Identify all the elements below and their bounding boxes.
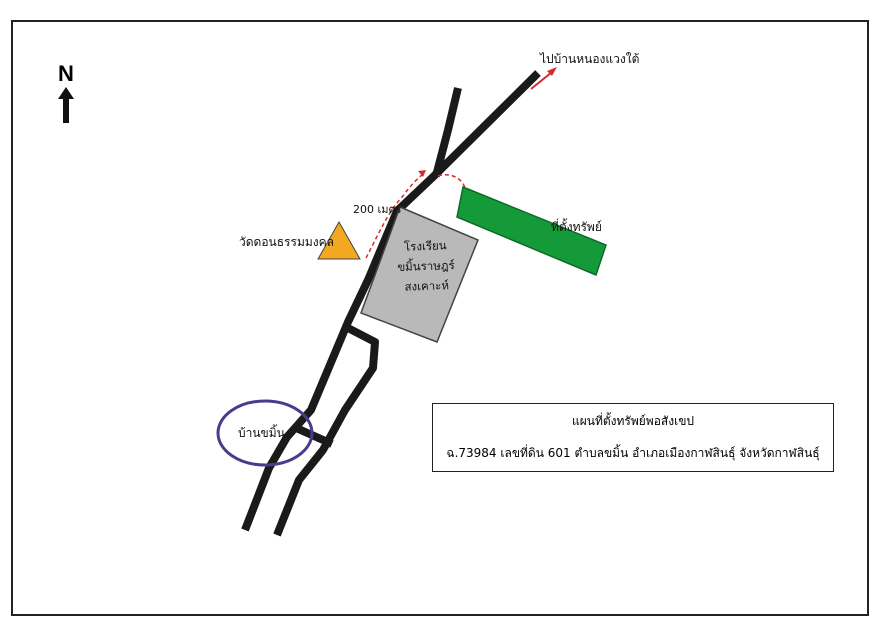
main-road (241, 70, 541, 532)
distance-label: 200 เมตร (353, 203, 402, 216)
secondary-road (273, 323, 379, 537)
village-label: บ้านขมิ้น (238, 426, 285, 440)
school-label: โรงเรียน ขมิ้นราษฎร์ สงเคาะห์ (395, 235, 457, 297)
temple-label: วัดดอนธรรมมงคล (239, 235, 335, 249)
legend-subtitle: ฉ.73984 เลขที่ดิน 601 ตำบลขมิ้น อำเภอเมื… (446, 446, 820, 460)
north-branch-road (432, 87, 462, 178)
route-to-property-path (437, 174, 466, 189)
roads (241, 70, 541, 537)
school-building (360, 206, 479, 343)
direction-arrow-line (530, 71, 553, 90)
temple-triangle-icon (317, 220, 361, 260)
north-arrow-icon (58, 87, 74, 123)
map-frame (11, 20, 869, 616)
village-ring (216, 399, 314, 467)
property-label: ที่ตั้งทรัพย์ (551, 220, 602, 234)
direction-label: ไปบ้านหนองแวงใต้ (540, 52, 640, 66)
school-label-line-1: โรงเรียน (403, 238, 447, 254)
north-arrow: N (54, 63, 78, 129)
legend-title: แผนที่ตั้งทรัพย์พอสังเขป (571, 414, 695, 428)
school-label-line-3: สงเคาะห์ (404, 278, 450, 294)
route-arrow-head-icon (418, 170, 426, 177)
north-label: N (58, 61, 74, 86)
route-dashed-path (365, 172, 425, 259)
school-label-line-2: ขมิ้นราษฎร์ (397, 258, 455, 274)
route-arrows (365, 67, 557, 259)
legend-box: แผนที่ตั้งทรัพย์พอสังเขป ฉ.73984 เลขที่ด… (432, 403, 834, 472)
direction-arrow-head-icon (547, 67, 557, 76)
property-lot (456, 185, 607, 277)
